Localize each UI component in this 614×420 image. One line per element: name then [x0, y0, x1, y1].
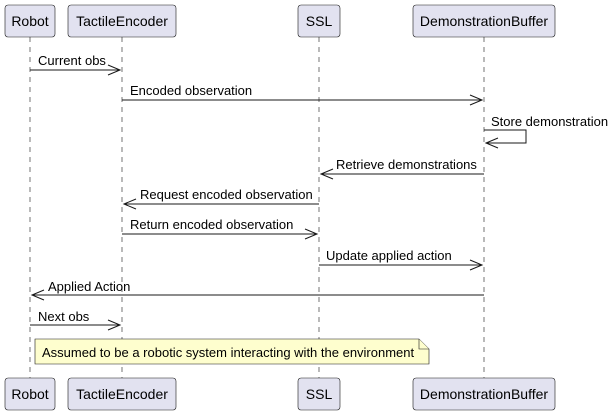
participant-label: TactileEncoder — [76, 13, 168, 29]
message-request-encoded-observation: Request encoded observation — [122, 187, 319, 210]
message-label: Applied Action — [48, 279, 130, 294]
participant-robot-bottom: Robot — [4, 377, 56, 411]
participant-label: SSL — [306, 386, 333, 402]
message-label: Retrieve demonstrations — [336, 157, 477, 172]
participant-label: Robot — [11, 13, 48, 29]
message-next-obs: Next obs — [30, 309, 122, 331]
participant-ssl-bottom: SSL — [297, 377, 341, 411]
message-label: Next obs — [38, 309, 90, 324]
message-return-encoded-observation: Return encoded observation — [122, 217, 319, 240]
note: Assumed to be a robotic system interacti… — [34, 338, 430, 365]
participant-demonstration-buffer-bottom: DemonstrationBuffer — [412, 377, 556, 411]
participant-label: Robot — [11, 386, 48, 402]
message-retrieve-demonstrations: Retrieve demonstrations — [319, 157, 484, 180]
participant-label: TactileEncoder — [76, 386, 168, 402]
message-encoded-observation: Encoded observation — [122, 83, 484, 106]
message-label: Return encoded observation — [130, 217, 293, 232]
participant-label: SSL — [306, 13, 333, 29]
message-applied-action: Applied Action — [30, 279, 484, 301]
message-update-applied-action: Update applied action — [319, 248, 484, 271]
message-label: Update applied action — [326, 248, 452, 263]
participant-tactile-encoder-top: TactileEncoder — [67, 4, 177, 38]
message-label: Request encoded observation — [140, 187, 313, 202]
participant-label: DemonstrationBuffer — [420, 386, 548, 402]
participant-demonstration-buffer-top: DemonstrationBuffer — [412, 4, 556, 38]
message-label: Encoded observation — [130, 83, 252, 98]
participant-ssl-top: SSL — [297, 4, 341, 38]
message-current-obs: Current obs — [30, 53, 122, 76]
message-label: Store demonstration — [491, 114, 608, 129]
participant-label: DemonstrationBuffer — [420, 13, 548, 29]
participant-tactile-encoder-bottom: TactileEncoder — [67, 377, 177, 411]
note-text: Assumed to be a robotic system interacti… — [42, 345, 415, 360]
participant-robot-top: Robot — [4, 4, 56, 38]
message-label: Current obs — [38, 53, 106, 68]
message-store-demonstration: Store demonstration — [484, 114, 608, 149]
